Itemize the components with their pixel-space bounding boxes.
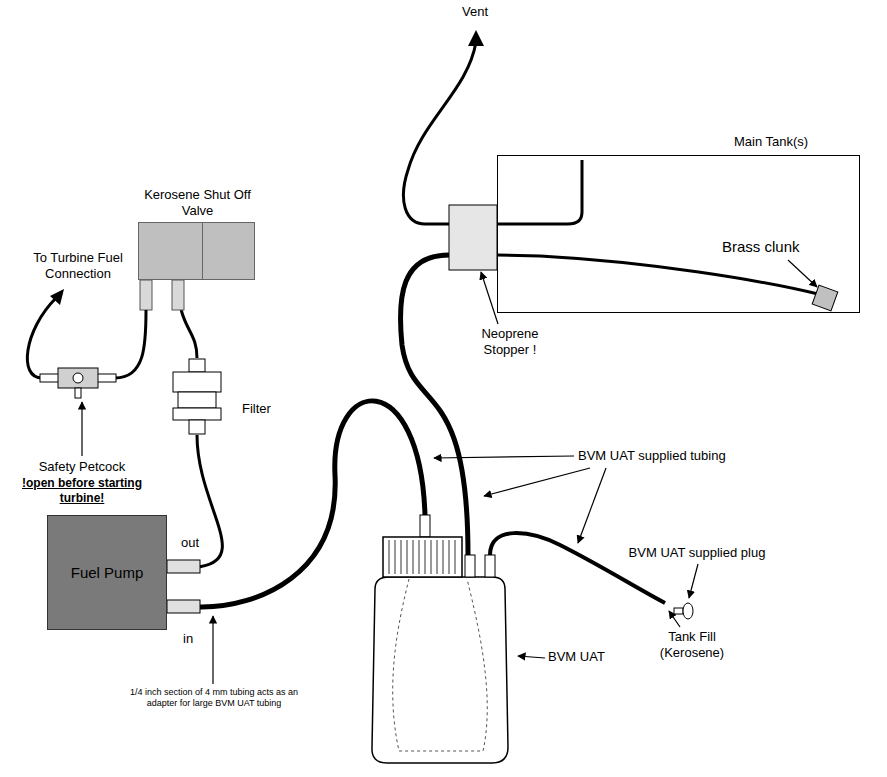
node-text: BVM UAT <box>548 649 605 665</box>
petcock-fitting <box>97 374 116 382</box>
leader <box>788 260 817 287</box>
cap-fitting <box>420 515 430 537</box>
callout-label: !open before starting turbine! <box>10 476 154 506</box>
plug-stem <box>674 608 683 614</box>
valve-fitting <box>140 280 152 310</box>
leader <box>212 616 213 684</box>
node-text: Kerosene Shut Off Valve <box>135 187 260 219</box>
callout-label: To Turbine Fuel Connection <box>20 250 136 282</box>
turbine-tube <box>115 310 146 378</box>
turbine-tube <box>27 298 56 378</box>
petcock-body <box>58 368 98 388</box>
callout-label: Safety Petcock <box>22 459 142 475</box>
fuel-tube <box>400 255 497 555</box>
leader <box>578 468 606 543</box>
pump-fitting <box>167 560 200 573</box>
callout-label: Brass clunk <box>722 238 800 256</box>
turbine-arrowhead <box>50 289 64 305</box>
fill-tube <box>490 533 665 603</box>
uat-bottle: BVM UAT <box>367 537 513 765</box>
vent-arrowhead <box>468 30 484 46</box>
shutoff-valve: Kerosene Shut Off Valve <box>138 222 255 280</box>
callout-label: Neoprene Stopper ! <box>472 326 548 358</box>
valve-fitting <box>172 280 184 310</box>
vent-tube <box>403 42 582 224</box>
callout-label: in <box>183 631 193 647</box>
fuel-tube <box>167 435 222 567</box>
neoprene-stopper <box>449 205 497 270</box>
valve-divider <box>202 223 203 279</box>
petcock-knob <box>73 373 83 383</box>
bottle-shape <box>367 537 513 765</box>
filter-shape <box>172 358 222 435</box>
main-tank: Main Tank(s) <box>497 155 860 313</box>
callout-label: BVM UAT supplied tubing <box>578 448 726 464</box>
fuel-filter: Filter <box>172 358 222 435</box>
node-text: Filter <box>242 401 271 417</box>
callout-label: out <box>181 535 199 551</box>
callout-label: Tank Fill (Kerosene) <box>650 629 734 661</box>
node-text: Fuel Pump <box>71 564 144 582</box>
leader <box>81 402 82 456</box>
fuel-pump: Fuel Pump <box>47 515 167 630</box>
leader <box>434 456 574 458</box>
pump-fitting <box>167 600 200 613</box>
plug-head <box>683 603 693 619</box>
callout-label: BVM UAT supplied plug <box>622 545 772 561</box>
brass-clunk <box>812 285 838 311</box>
callout-label: Vent <box>462 4 488 20</box>
node-text: Main Tank(s) <box>734 134 808 150</box>
petcock-fitting <box>40 374 59 382</box>
leader <box>481 272 498 324</box>
leader <box>689 564 698 598</box>
pickup-tube <box>497 255 818 294</box>
leader <box>484 468 590 496</box>
leader <box>518 656 545 658</box>
petcock-stem <box>75 388 81 398</box>
callout-label: 1/4 inch section of 4 mm tubing acts as … <box>124 687 304 709</box>
